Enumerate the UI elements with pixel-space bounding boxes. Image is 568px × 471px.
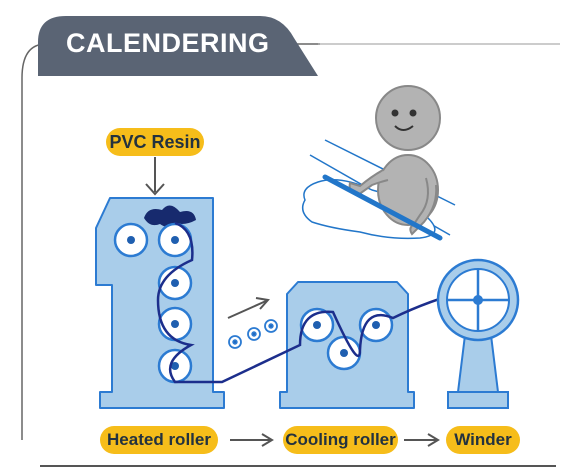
title-tab <box>38 16 318 76</box>
down-arrow-icon <box>145 157 165 196</box>
heated-roller-hubs <box>127 236 179 370</box>
pellets <box>228 319 278 349</box>
label-heated-roller: Heated roller <box>100 426 218 454</box>
heated-roller-machine <box>95 197 225 409</box>
right-arrow-icon <box>227 297 270 319</box>
label-pvc-resin: PVC Resin <box>106 128 204 156</box>
flow-arrow-2 <box>404 433 440 447</box>
label-winder: Winder <box>446 426 520 454</box>
label-cooling-roller: Cooling roller <box>283 426 398 454</box>
winder <box>436 258 520 409</box>
flow-arrow-1 <box>230 433 274 447</box>
page-title: CALENDERING <box>66 28 270 58</box>
resin-blob <box>144 205 196 227</box>
person-icon <box>301 85 456 241</box>
cooling-roller-hubs <box>313 321 380 357</box>
film-path <box>156 221 471 384</box>
